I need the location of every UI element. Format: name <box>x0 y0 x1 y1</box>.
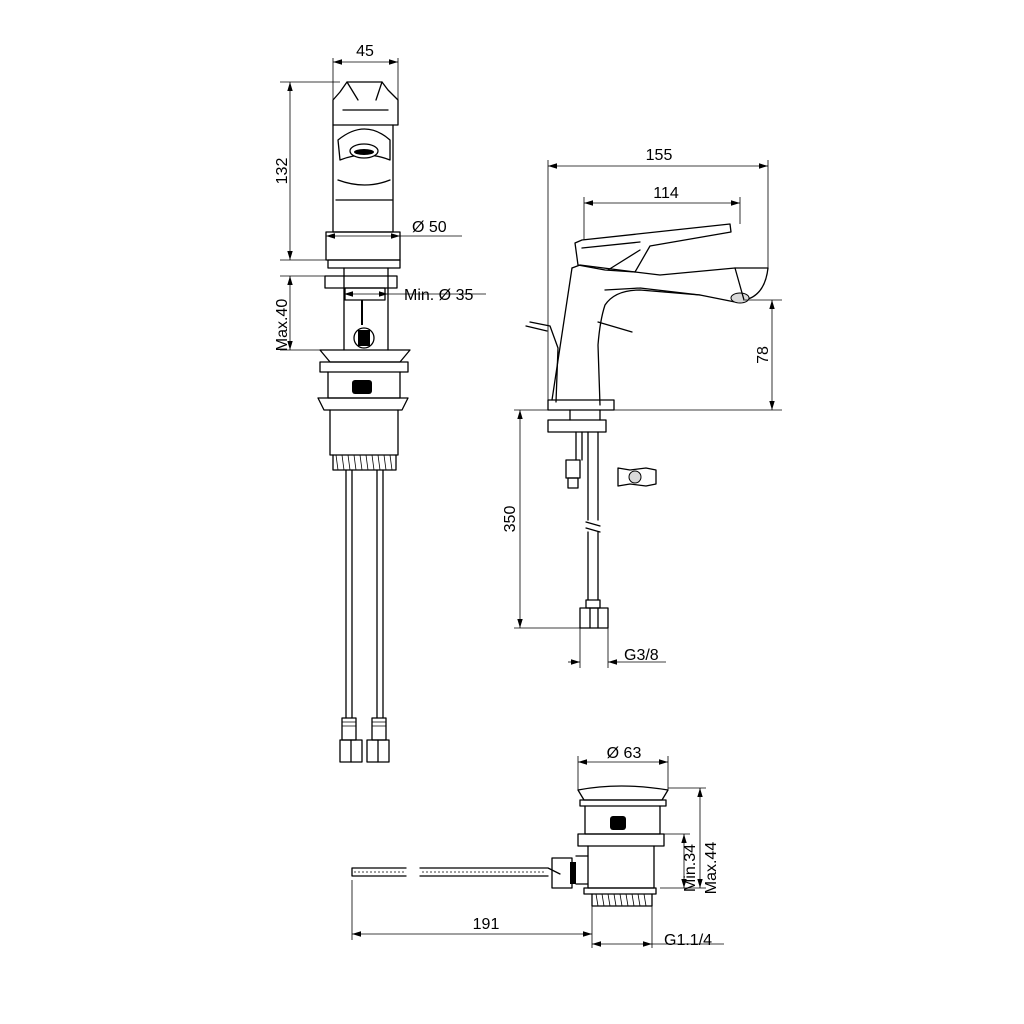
dim-hole-min-diameter: Min. Ø 35 <box>404 287 473 304</box>
dim-base-diameter: Ø 50 <box>412 219 447 236</box>
dim-front-width: 45 <box>356 43 374 60</box>
dim-spout-height: 78 <box>755 346 772 364</box>
front-view-dimensions <box>280 58 486 351</box>
dim-spout-length: 114 <box>653 185 679 202</box>
dim-waste-diameter: Ø 63 <box>607 745 642 762</box>
side-view-faucet <box>525 223 769 629</box>
dim-hose-thread: G3/8 <box>624 647 659 664</box>
dim-front-height: 132 <box>274 158 291 185</box>
front-view-faucet <box>317 81 411 763</box>
dim-rod-length: 191 <box>473 916 500 933</box>
waste-view-drain <box>351 785 669 907</box>
dim-overall-length: 155 <box>646 147 673 164</box>
waste-view-dimensions <box>351 756 724 948</box>
dim-max-thickness: Max.40 <box>274 299 291 352</box>
side-view-dimensions <box>514 160 782 668</box>
dim-waste-min: Min.34 <box>682 844 699 892</box>
dim-hose-length: 350 <box>502 506 519 533</box>
dim-waste-thread: G1.1/4 <box>664 932 712 949</box>
dim-waste-max: Max.44 <box>703 842 720 895</box>
